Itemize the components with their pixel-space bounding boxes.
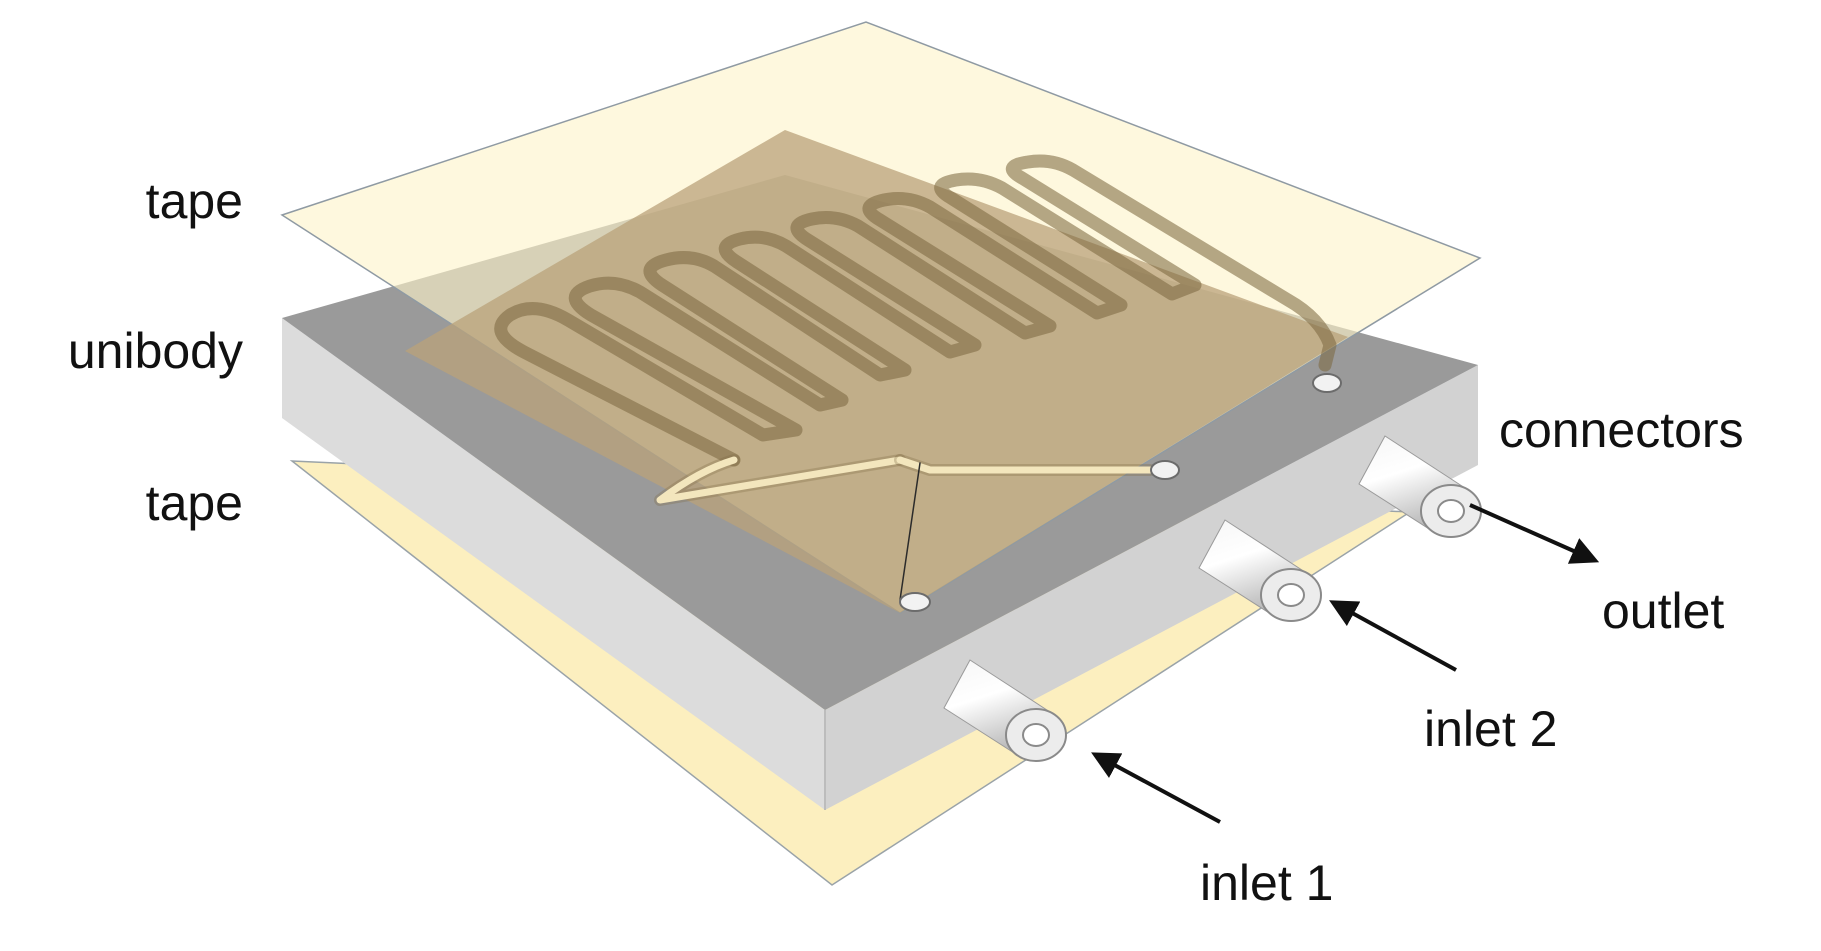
inlet-2-arrow xyxy=(1329,600,1457,672)
label-unibody: unibody xyxy=(68,323,243,379)
inlet-1-port-hole xyxy=(899,592,931,612)
unibody-front-side xyxy=(282,318,825,810)
outlet-port-hole xyxy=(1312,373,1342,393)
connector-inlet-1 xyxy=(943,659,1067,762)
inlet-2-port-hole xyxy=(1150,460,1180,480)
connector-outlet xyxy=(1358,435,1482,538)
label-inlet-2: inlet 2 xyxy=(1424,701,1557,757)
serpentine-channel xyxy=(501,161,1337,601)
label-outlet: outlet xyxy=(1602,583,1724,639)
inlet-1-arrow xyxy=(1091,752,1221,824)
outlet-arrow xyxy=(1469,503,1600,564)
port-holes xyxy=(899,373,1342,612)
label-connectors: connectors xyxy=(1499,402,1744,458)
label-tape-bottom: tape xyxy=(146,475,243,531)
connector-inlet-2 xyxy=(1198,519,1322,622)
label-tape-top: tape xyxy=(146,173,243,229)
label-inlet-1: inlet 1 xyxy=(1200,855,1333,911)
